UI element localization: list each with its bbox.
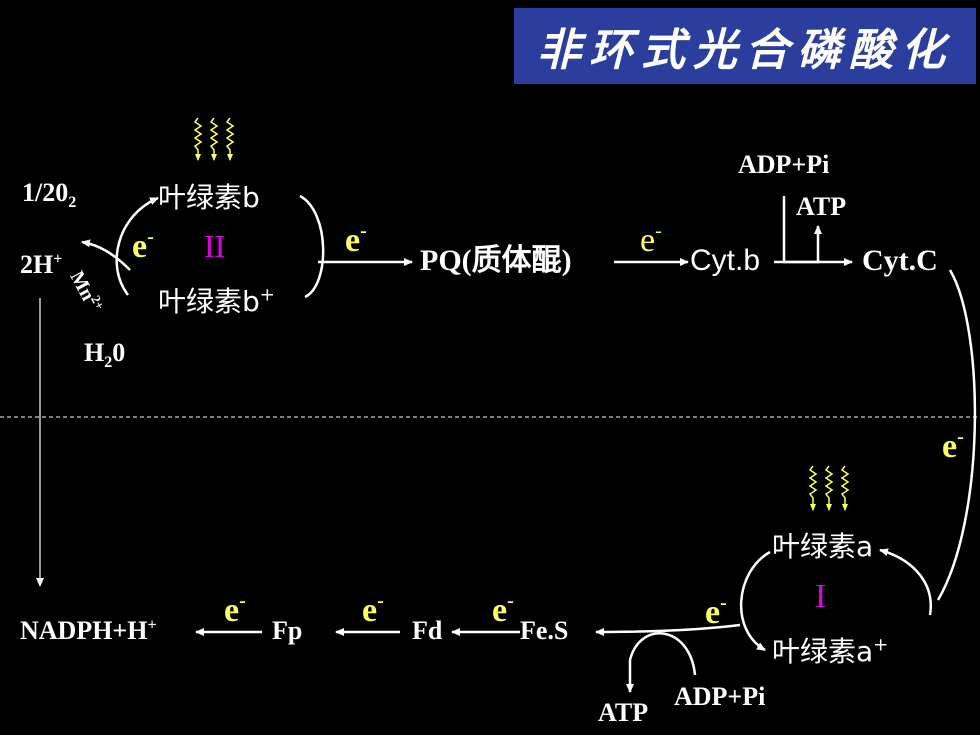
arrow-cytc-to-ps1 xyxy=(936,269,977,601)
oxygen-label: 1/202 xyxy=(22,178,77,212)
arrow-to-fes xyxy=(595,623,741,636)
cyt-c-label: Cyt.C xyxy=(862,244,938,277)
ps1-right-arc xyxy=(879,548,933,616)
electron-label-ps2: e- xyxy=(132,226,154,265)
ps2-left-arc xyxy=(115,196,159,296)
electron-label-to-ps1: e- xyxy=(942,426,964,465)
photosystem-1-label: I xyxy=(815,578,827,615)
light-arrows-ps1 xyxy=(808,465,850,511)
fd-label: Fd xyxy=(412,616,443,645)
electron-label-to-fes: e- xyxy=(705,592,727,631)
chlorophyll-b-plus-label: 叶绿素b+ xyxy=(158,284,275,318)
adp-pi-bottom-label: ADP+Pi xyxy=(674,682,766,711)
fp-label: Fp xyxy=(272,616,303,645)
atp-synthesis-top xyxy=(782,196,822,264)
electron-label-to-cytb: e- xyxy=(640,220,662,259)
photosystem-2-label: II xyxy=(204,228,226,264)
title-banner: 非环式光合磷酸化 xyxy=(514,8,976,84)
atp-bottom-label: ATP xyxy=(598,698,649,727)
chlorophyll-a-plus-label: 叶绿素a+ xyxy=(772,634,889,668)
cyt-b-label: Cyt.b xyxy=(690,244,761,277)
proton-release-arrow xyxy=(81,239,131,271)
adp-pi-top-label: ADP+Pi xyxy=(738,150,830,179)
page-title: 非环式光合磷酸化 xyxy=(537,25,953,76)
ps2-right-arc xyxy=(299,194,325,299)
nadph-label: NADPH+H+ xyxy=(20,616,157,645)
proton-label: 2H+ xyxy=(20,250,63,279)
electron-label-to-pq: e- xyxy=(345,220,367,259)
electron-label-to-fd: e- xyxy=(492,590,514,629)
water-label: H20 xyxy=(84,338,126,372)
light-arrows-ps2 xyxy=(193,117,235,161)
electron-label-to-fp: e- xyxy=(362,590,384,629)
ps1-left-arc xyxy=(740,550,771,652)
electron-label-to-nadph: e- xyxy=(224,590,246,629)
atp-synthesis-bottom xyxy=(626,632,697,693)
fes-label: Fe.S xyxy=(520,616,569,645)
chlorophyll-a-label: 叶绿素a xyxy=(772,530,874,563)
chlorophyll-b-label: 叶绿素b xyxy=(158,181,260,214)
pq-label: PQ(质体醌) xyxy=(420,244,572,277)
atp-top-label: ATP xyxy=(796,192,847,221)
